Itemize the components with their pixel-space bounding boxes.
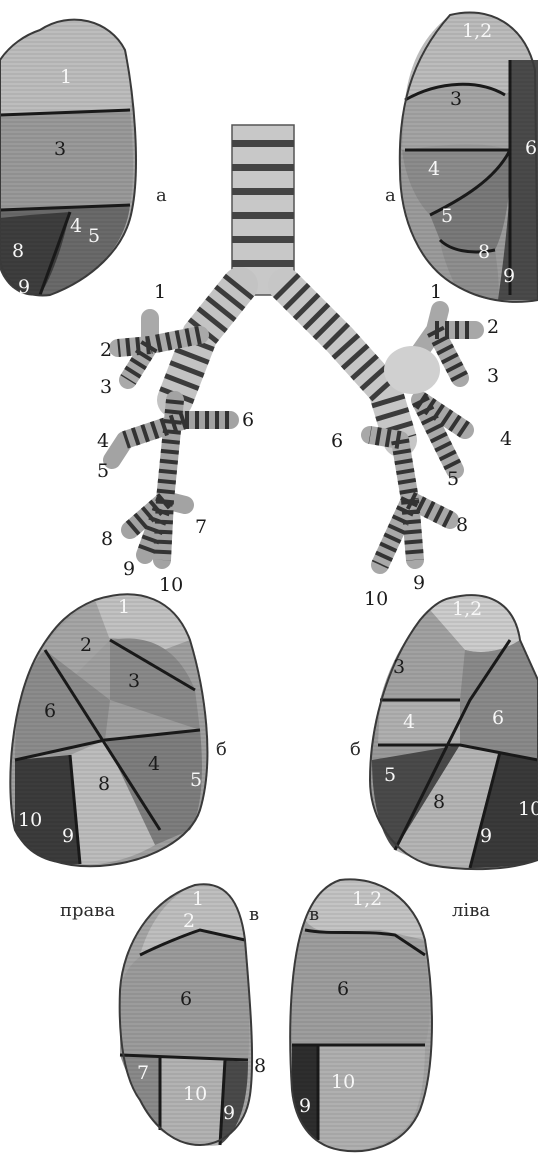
- segment-label: 1,2: [462, 22, 492, 41]
- bronchus-label: 3: [100, 378, 112, 397]
- bronchus-label: 6: [242, 411, 254, 430]
- view-letter: б: [350, 741, 361, 759]
- segment-label: 3: [393, 658, 405, 677]
- segment-label: 9: [62, 827, 74, 846]
- segment-label: 1: [192, 890, 204, 909]
- segment-label: 10: [518, 800, 538, 819]
- left-lung-costal-view: [400, 12, 538, 301]
- segment-label: 9: [223, 1104, 235, 1123]
- bronchus-label: 9: [123, 560, 135, 579]
- bronchus-label: 4: [97, 432, 109, 451]
- segment-label: 6: [44, 702, 56, 721]
- view-letter: а: [385, 187, 396, 205]
- view-letter: в: [249, 906, 259, 924]
- bronchus-label: 10: [364, 590, 388, 609]
- segment-label: 6: [525, 139, 537, 158]
- bronchus-label: 1: [154, 283, 166, 302]
- segment-label: 7: [137, 1064, 149, 1083]
- segment-label: 8: [12, 242, 24, 261]
- segment-label: 10: [183, 1085, 207, 1104]
- segment-label: 1,2: [452, 600, 482, 619]
- segment-label: 6: [180, 990, 192, 1009]
- segment-label: 2: [80, 636, 92, 655]
- bronchus-label: 5: [447, 470, 459, 489]
- segment-label: 5: [190, 771, 202, 790]
- bronchus-label: 10: [159, 576, 183, 595]
- segment-label: 6: [492, 709, 504, 728]
- left-lung-medial-view: [370, 595, 538, 869]
- segment-label: 10: [18, 811, 42, 830]
- segment-label: 4: [148, 755, 160, 774]
- bronchus-label: 2: [487, 318, 499, 337]
- segment-label: 4: [403, 713, 415, 732]
- segment-label: 4: [428, 160, 440, 179]
- segment-label: 1,2: [352, 890, 382, 909]
- segment-label: 8: [254, 1057, 266, 1076]
- segment-label: 3: [54, 140, 66, 159]
- segment-label: 4: [70, 217, 82, 236]
- bronchus-label: 5: [97, 462, 109, 481]
- segment-label: 5: [441, 207, 453, 226]
- bronchus-label: 1: [430, 283, 442, 302]
- segment-label: 8: [478, 243, 490, 262]
- segment-label: 3: [128, 672, 140, 691]
- bronchus-label: 3: [487, 367, 499, 386]
- segment-label: 8: [433, 793, 445, 812]
- segment-label: 1: [60, 68, 72, 87]
- view-letter: а: [156, 187, 167, 205]
- bronchus-label: 7: [195, 518, 207, 537]
- segment-label: 1: [118, 598, 130, 617]
- bronchus-label: 8: [101, 530, 113, 549]
- bronchus-label: 8: [456, 516, 468, 535]
- segment-label: 8: [98, 775, 110, 794]
- segment-label: 10: [331, 1073, 355, 1092]
- view-letter: б: [216, 741, 227, 759]
- segment-label: 9: [18, 278, 30, 297]
- bronchus-label: 6: [331, 432, 343, 451]
- caption-right-lung: права: [60, 902, 115, 920]
- segment-label: 9: [503, 267, 515, 286]
- caption-left-lung: ліва: [452, 902, 490, 920]
- segment-label: 9: [480, 827, 492, 846]
- segment-label: 6: [337, 980, 349, 999]
- segment-label: 5: [88, 227, 100, 246]
- view-letter: в: [309, 906, 319, 924]
- segment-label: 2: [183, 912, 195, 931]
- bronchus-label: 2: [100, 341, 112, 360]
- bronchus-label: 4: [500, 430, 512, 449]
- segment-label: 9: [299, 1097, 311, 1116]
- bronchus-label: 9: [413, 574, 425, 593]
- segment-label: 5: [384, 766, 396, 785]
- segment-label: 3: [450, 90, 462, 109]
